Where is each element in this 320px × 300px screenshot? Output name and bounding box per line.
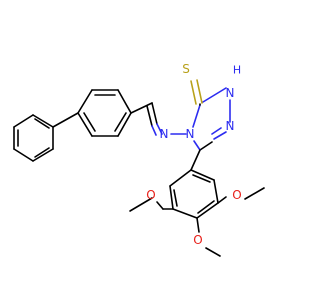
atom-labels: S H N N N N O O O: [146, 62, 241, 247]
bond: [199, 141, 213, 151]
bond: [190, 149, 201, 171]
bond: [192, 104, 201, 128]
bond: [213, 179, 219, 204]
bonds: [13, 79, 265, 257]
bond: [83, 112, 96, 132]
sulfur-atom: S: [182, 62, 190, 76]
bond: [169, 169, 192, 187]
bond: [205, 247, 221, 257]
molecule-diagram: S H N N N N O O O: [13, 62, 265, 257]
bond: [196, 79, 203, 104]
bond: [156, 123, 163, 135]
oxygen-atom-right: O: [232, 188, 241, 202]
bond: [169, 185, 174, 210]
bond: [151, 102, 158, 125]
bond: [156, 201, 164, 210]
bond: [151, 125, 157, 136]
oxygen-atom-left: O: [146, 188, 155, 202]
bond: [193, 140, 201, 151]
bond: [213, 131, 227, 140]
bond: [196, 202, 219, 219]
bond: [190, 80, 197, 105]
bond: [77, 112, 93, 137]
hydrogen-atom: H: [233, 64, 241, 77]
bond: [52, 112, 79, 128]
bond: [217, 196, 227, 204]
imine-nitrogen-atom: N: [160, 127, 169, 141]
bond: [13, 148, 34, 162]
bond: [129, 197, 153, 212]
bond: [117, 89, 132, 114]
bond: [196, 217, 200, 233]
bond: [244, 187, 265, 200]
bond: [117, 112, 132, 137]
bond: [77, 89, 93, 114]
bond: [211, 127, 222, 135]
bond: [172, 208, 198, 219]
oxygen-atom-bottom: O: [193, 233, 202, 247]
bond: [32, 148, 54, 162]
bond: [13, 114, 34, 128]
bond: [202, 87, 227, 103]
bond: [197, 200, 215, 214]
triazole-n4-atom: N: [186, 127, 195, 141]
bond: [32, 114, 54, 128]
triazole-nitrogen-atom: N: [226, 119, 235, 133]
bond: [34, 118, 50, 129]
bond: [34, 147, 50, 158]
bond: [190, 169, 215, 181]
nh-nitrogen-atom: N: [226, 86, 235, 100]
bond: [146, 105, 153, 127]
bond: [192, 174, 211, 183]
bond: [173, 189, 178, 207]
bond: [114, 112, 127, 132]
bond: [130, 102, 153, 114]
